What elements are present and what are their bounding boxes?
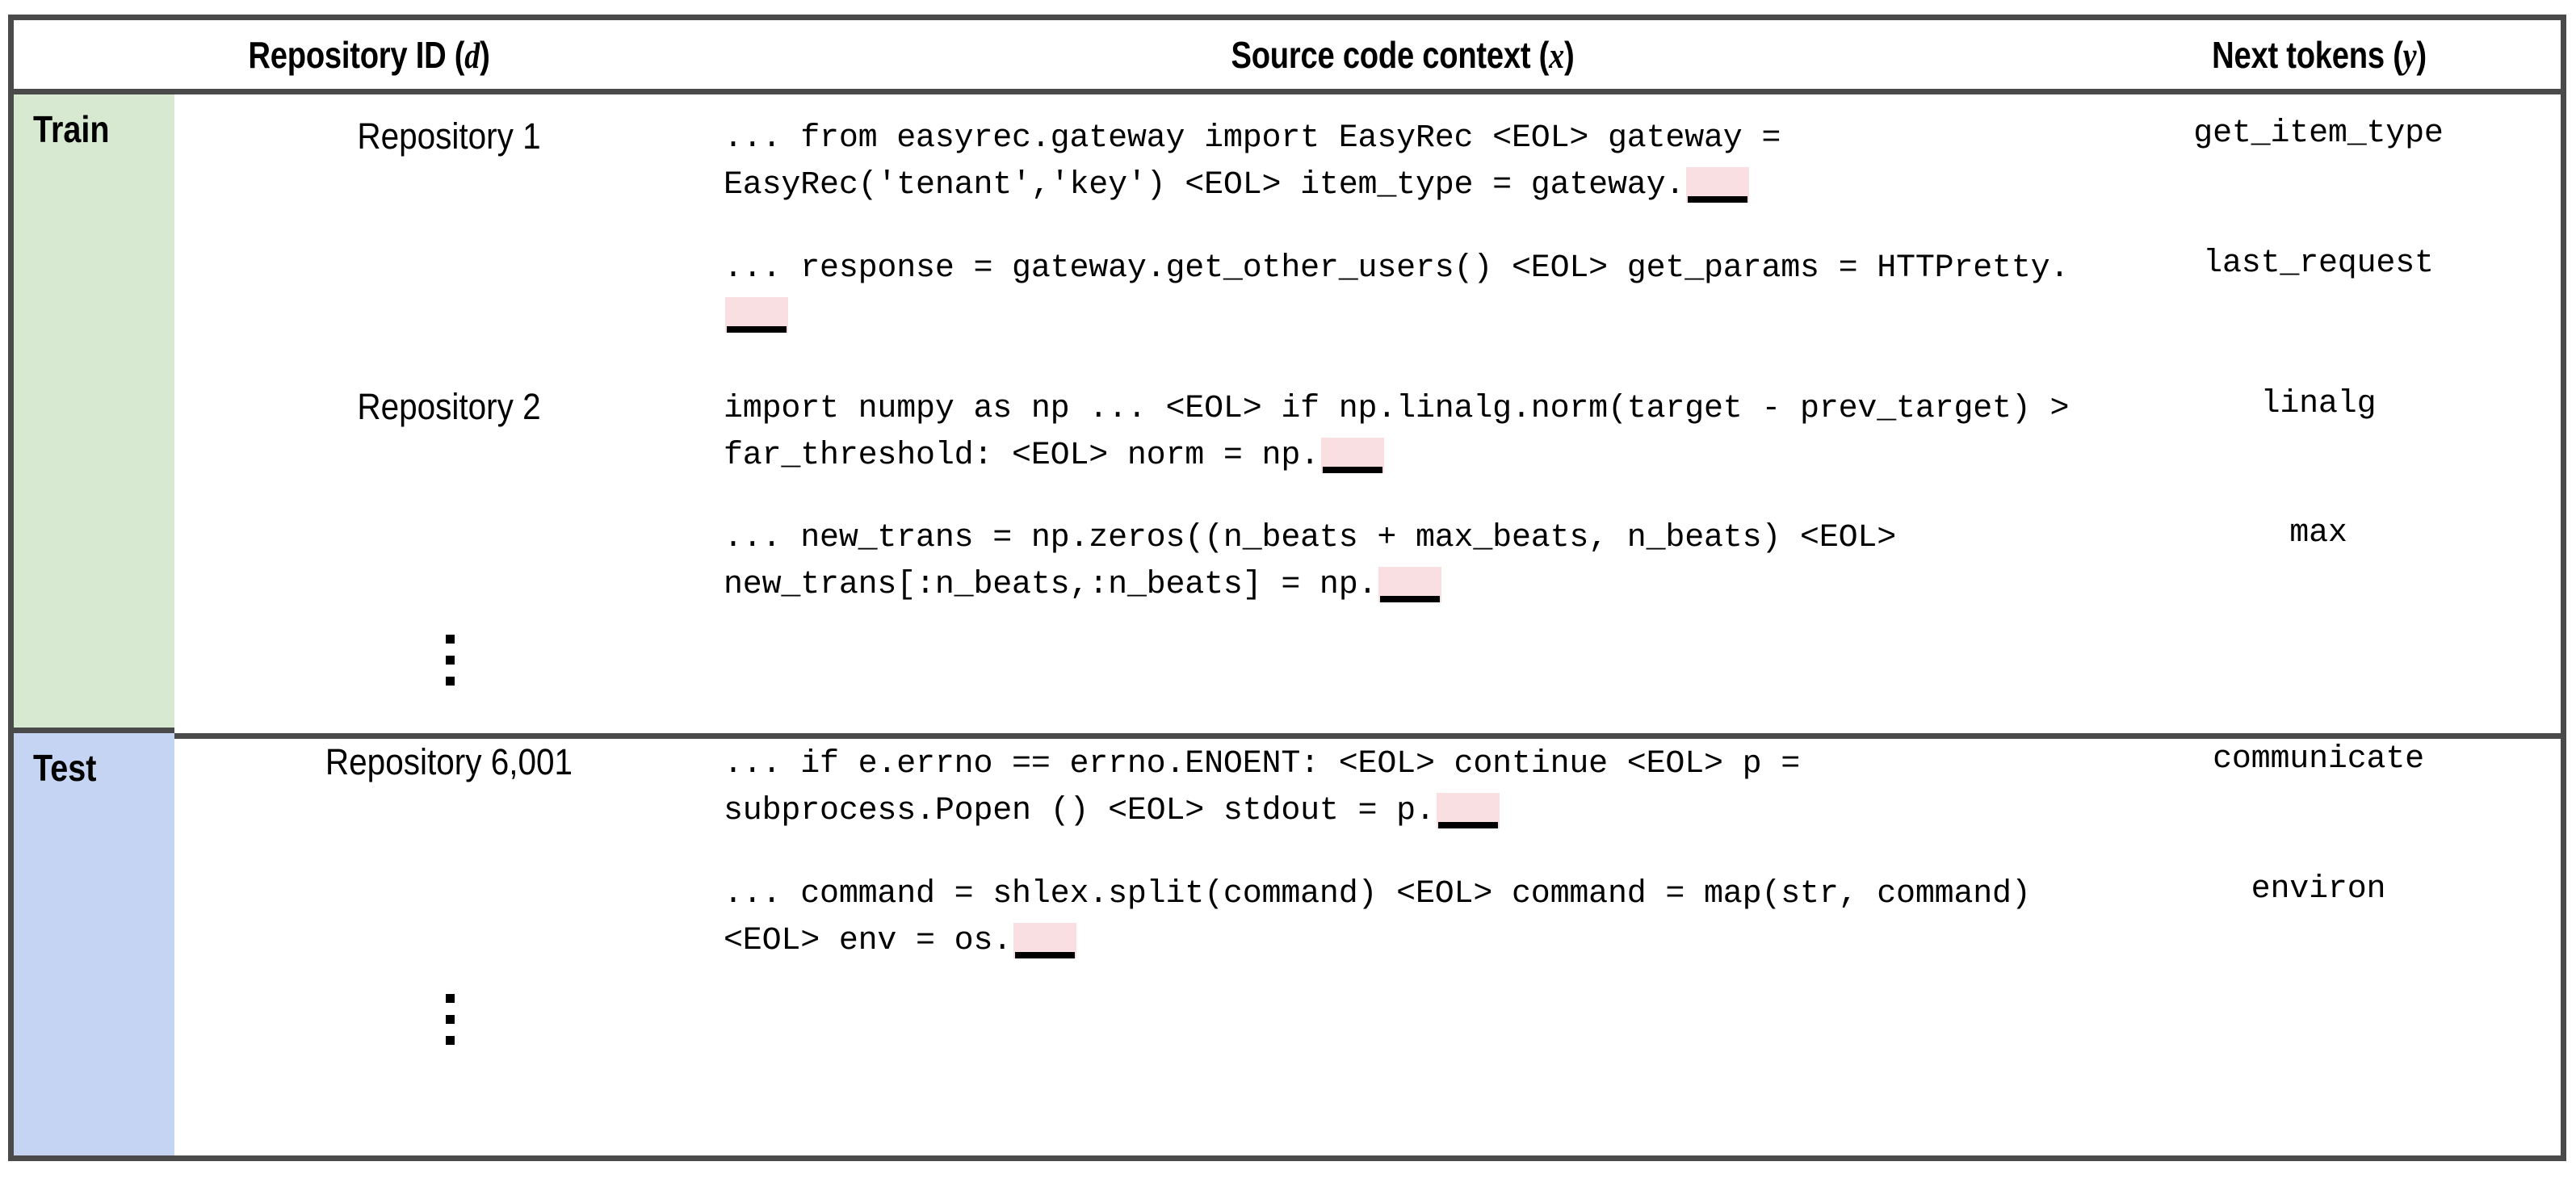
section-train: Repository 1 ... from easyrec.gateway im… [174, 94, 2561, 706]
table-row: ... response = gateway.get_other_users()… [174, 209, 2561, 339]
cell-source-code-context: ... response = gateway.get_other_users()… [724, 245, 2080, 339]
cell-next-tokens: get_item_type [2193, 115, 2444, 152]
ellipsis-dot [446, 677, 455, 686]
table-body: Repository 1 ... from easyrec.gateway im… [174, 94, 2561, 1155]
column-header-repository-id-text: Repository ID ( [248, 33, 465, 76]
blank-token-slot [1320, 438, 1384, 473]
column-header-next-tokens: Next tokens (y) [2121, 33, 2517, 77]
cell-source-code-context: ... from easyrec.gateway import EasyRec … [724, 115, 2080, 209]
cell-next-tokens: max [2289, 515, 2347, 551]
blank-token-slot [725, 297, 788, 333]
source-code-text: import numpy as np ... <EOL> if np.linal… [724, 391, 2070, 474]
split-band-train: Train [14, 94, 174, 733]
blank-token-slot [1378, 567, 1442, 602]
column-header-source-code-context-variable: x [1549, 34, 1565, 76]
column-header-repository-id: Repository ID (d) [74, 33, 664, 77]
column-header-repository-id-variable: d [464, 34, 480, 76]
column-header-next-tokens-paren: ) [2416, 33, 2427, 76]
cell-next-tokens: linalg [2260, 386, 2377, 422]
blank-token-slot [1686, 167, 1750, 203]
blank-token-slot [1436, 793, 1500, 828]
table-row: ... command = shlex.split(command) <EOL>… [174, 835, 2561, 965]
column-header-next-tokens-variable: y [2402, 34, 2417, 76]
source-code-text: ... if e.errno == errno.ENOENT: <EOL> co… [724, 746, 1801, 829]
blank-token-slot [1013, 923, 1077, 958]
ellipsis-dot [446, 635, 455, 644]
table-row: Repository 2 import numpy as np ... <EOL… [174, 339, 2561, 480]
column-header-source-code-context: Source code context (x) [840, 33, 1966, 77]
split-label-test: Test [33, 747, 97, 789]
cell-source-code-context: import numpy as np ... <EOL> if np.linal… [724, 386, 2080, 480]
table-header-row: Repository ID (d) Source code context (x… [14, 20, 2561, 94]
cell-next-tokens: communicate [2213, 741, 2424, 778]
column-header-source-code-context-text: Source code context ( [1231, 33, 1550, 76]
column-header-source-code-context-paren: ) [1564, 33, 1575, 76]
ellipsis-dot [446, 994, 455, 1003]
cell-repository-id: Repository 1 [357, 115, 541, 157]
column-header-next-tokens-text: Next tokens ( [2212, 33, 2403, 76]
cell-source-code-context: ... command = shlex.split(command) <EOL>… [724, 871, 2080, 965]
cell-next-tokens: last_request [2203, 245, 2434, 282]
source-code-text: ... new_trans = np.zeros((n_beats + max_… [724, 520, 1897, 603]
source-code-text: ... from easyrec.gateway import EasyRec … [724, 120, 1781, 203]
vertical-ellipsis-icon [174, 988, 724, 1065]
column-header-repository-id-paren: ) [480, 33, 490, 76]
ellipsis-dot [446, 656, 455, 665]
split-band-test: Test [14, 733, 174, 1155]
cell-repository-id: Repository 2 [357, 386, 541, 427]
section-ellipsis-row [174, 965, 2561, 1065]
cell-source-code-context: ... new_trans = np.zeros((n_beats + max_… [724, 515, 2080, 609]
cell-repository-id: Repository 6,001 [325, 741, 573, 782]
source-code-text: ... command = shlex.split(command) <EOL>… [724, 876, 2031, 959]
section-ellipsis-row [174, 609, 2561, 706]
vertical-ellipsis-icon [174, 628, 724, 706]
table-row: ... new_trans = np.zeros((n_beats + max_… [174, 480, 2561, 609]
section-test: Repository 6,001 ... if e.errno == errno… [174, 706, 2561, 1065]
cell-next-tokens: environ [2251, 871, 2386, 908]
table-row: Repository 6,001 ... if e.errno == errno… [174, 741, 2561, 835]
cell-source-code-context: ... if e.errno == errno.ENOENT: <EOL> co… [724, 741, 2080, 835]
dataset-example-table: Repository ID (d) Source code context (x… [8, 15, 2566, 1161]
table-row: Repository 1 ... from easyrec.gateway im… [174, 94, 2561, 209]
train-test-divider [174, 733, 2561, 739]
ellipsis-dot [446, 1036, 455, 1045]
source-code-text: ... response = gateway.get_other_users()… [724, 250, 2070, 287]
ellipsis-dot [446, 1015, 455, 1024]
split-label-train: Train [33, 108, 110, 150]
